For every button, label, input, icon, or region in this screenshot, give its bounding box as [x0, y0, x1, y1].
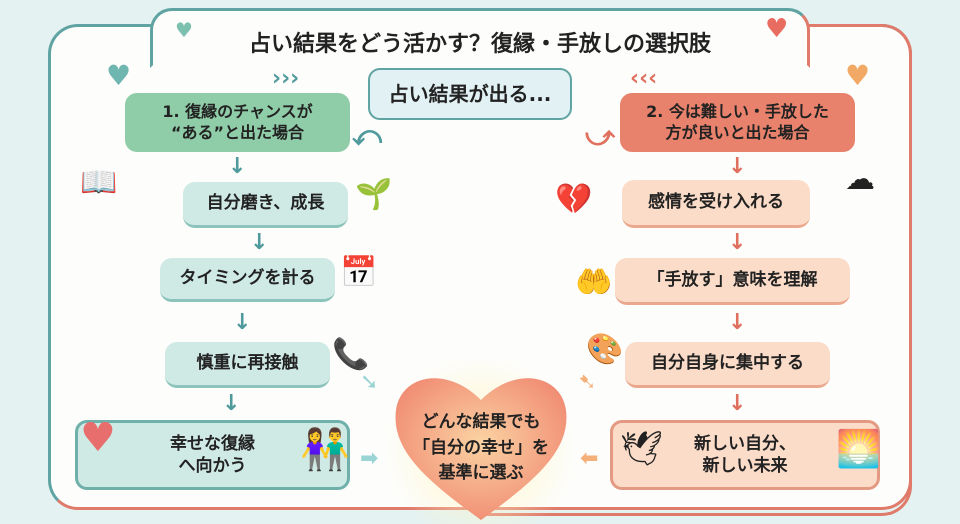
left-step-1: 自分磨き、成長	[183, 182, 348, 228]
page-title: 占い結果をどう活かす？復縁・手放しの選択肢	[248, 32, 711, 57]
arrow-to-center-icon: ⬅	[580, 446, 599, 471]
center-message: どんな結果でも 「自分の幸せ」を 基準に選ぶ	[390, 410, 572, 487]
heart-icon: ♥	[175, 18, 193, 42]
cloud-icon: ☁	[845, 162, 875, 197]
sprout-icon: 🌱	[355, 177, 393, 212]
left-header-line1: 1. 復縁のチャンスが	[162, 101, 313, 121]
right-step-2: 「手放す」意味を理解	[615, 258, 850, 305]
heart-icon: ♥	[845, 59, 871, 92]
left-header-line2: “ある”と出た場合	[170, 122, 305, 142]
down-arrow-icon: ↓	[250, 230, 269, 255]
left-header-box: 1. 復縁のチャンスが “ある”と出た場合	[125, 93, 350, 152]
title-tab	[150, 8, 810, 68]
curved-arrow-left-icon: ⤺	[352, 119, 382, 152]
heart-icon: ♥	[106, 59, 132, 92]
phone-icon: 📞	[332, 337, 370, 372]
arrow-to-center-icon: ➷	[578, 370, 597, 395]
down-arrow-icon: ↓	[728, 391, 747, 416]
chevrons-icon: ›››	[272, 66, 300, 91]
curved-arrow-right-icon: ⤻	[585, 119, 615, 152]
left-final-line2: へ向かう	[178, 456, 247, 476]
open-hand-icon: 🤲	[575, 265, 613, 300]
center-line3: 基準に選ぶ	[438, 463, 524, 483]
arrow-to-center-icon: ➡	[360, 446, 379, 471]
palette-icon: 🎨	[586, 332, 624, 367]
center-heart-icon	[386, 360, 576, 524]
right-final-box: 新しい自分、 新しい未来	[610, 420, 880, 490]
heart-icon: ♥	[765, 14, 789, 44]
down-arrow-icon: ↓	[222, 391, 241, 416]
right-header-box: 2. 今は難しい・手放した 方が良いと出た場合	[620, 93, 855, 152]
down-arrow-icon: ↓	[228, 154, 247, 179]
chevrons-icon: ‹‹‹	[630, 66, 658, 91]
right-step-1: 感情を受け入れる	[622, 180, 810, 228]
center-line1: どんな結果でも	[421, 412, 541, 432]
right-step-3: 自分自身に集中する	[625, 342, 830, 388]
down-arrow-icon: ↓	[728, 154, 747, 179]
start-box: 占い結果が出る...	[368, 68, 572, 120]
down-arrow-icon: ↓	[233, 310, 252, 335]
right-header-line2: 方が良いと出た場合	[665, 122, 810, 142]
arrow-to-center-icon: ➘	[360, 370, 379, 395]
sunrise-icon: 🌅	[836, 429, 881, 470]
down-arrow-icon: ↓	[728, 230, 747, 255]
dove-icon: 🕊	[620, 429, 664, 469]
hearts-icon: ♥	[80, 415, 116, 461]
right-header-line1: 2. 今は難しい・手放した	[646, 101, 829, 121]
left-step-2: タイミングを計る	[160, 258, 335, 302]
down-arrow-icon: ↓	[728, 310, 747, 335]
center-line2: 「自分の幸せ」を	[413, 437, 549, 458]
couple-icon: 👫	[300, 427, 350, 473]
left-final-line1: 幸せな復縁	[170, 433, 255, 454]
calendar-icon: 📅	[340, 255, 378, 290]
left-final-box: 幸せな復縁 へ向かう	[75, 420, 350, 490]
right-final-line2: 新しい未来	[702, 456, 788, 476]
broken-heart-icon: 💔	[555, 182, 593, 217]
left-step-3: 慎重に再接触	[165, 342, 330, 388]
book-icon: 📖	[80, 165, 118, 200]
right-final-line1: 新しい自分、	[694, 433, 796, 454]
